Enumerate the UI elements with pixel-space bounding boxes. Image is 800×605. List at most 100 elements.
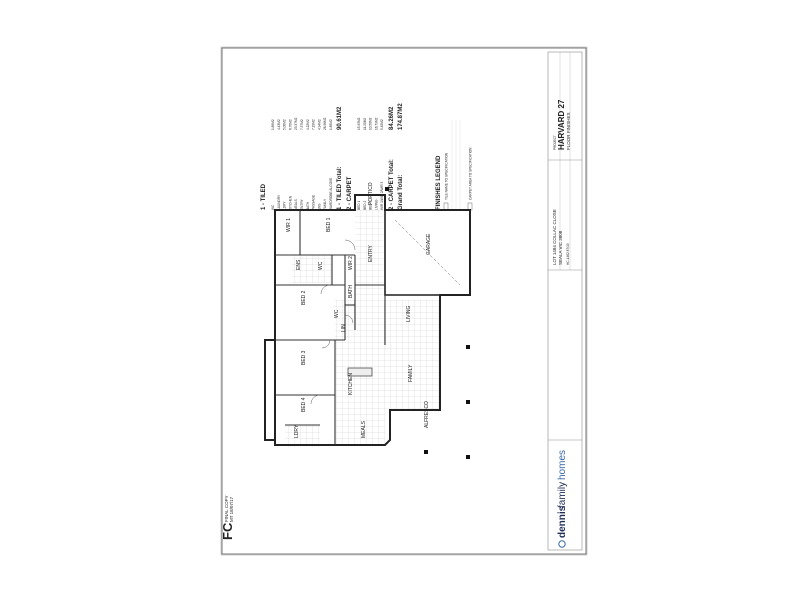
room-label-lndry: LDRY (294, 424, 300, 438)
tiled-total-value: 90.61M2 (337, 106, 343, 130)
tiled-row-value: 7.29M2 (312, 119, 316, 130)
carpet-row-name: BED 3 (369, 201, 373, 210)
room-label-group: FAMILY (408, 364, 414, 382)
stamp-line1: FINAL COPY (224, 495, 229, 522)
legend-swatch-carpet (467, 202, 473, 211)
room-label-group: WC (318, 261, 324, 270)
brand-name-a: dennis (557, 505, 568, 538)
tiled-row-value: 1.85M2 (329, 119, 333, 130)
tiled-header: 1 - TILED (261, 183, 267, 210)
legend-item-tile: TILE NAME TO SPECIFICATION (445, 152, 449, 200)
room-label-group: LDRY (294, 424, 300, 438)
tiled-row-name: FAMILY (323, 198, 327, 210)
carpet-row-value: 11.20M2 (363, 118, 367, 130)
brand-name-c: homes (557, 450, 568, 480)
room-label-group: ENTRY (368, 244, 374, 262)
tiled-row-name: LDRY (283, 201, 287, 210)
datum-marker-3 (466, 400, 470, 404)
tiled-row-name: ENTRY (300, 198, 304, 210)
brand-logo: dennis family homes (557, 450, 568, 548)
tiled-total-label: 1 - TILED Total: (337, 166, 343, 210)
room-label-garage: GARAGE (426, 233, 432, 255)
room-label-kitchen: KITCHEN (348, 373, 354, 395)
room-label-group: WC (334, 309, 340, 318)
room-label-wir1: WIR 1 (286, 218, 292, 232)
room-label-entry: ENTRY (368, 244, 374, 262)
carpet-row-name: BED 2 (363, 201, 367, 210)
legend-title: FINISHES LEGEND (436, 155, 442, 210)
room-label-group: BED 3 (301, 350, 307, 365)
room-label-wc: WC (318, 261, 324, 270)
carpet-total-label: 2 - CARPET Total: (389, 159, 395, 210)
room-label-family: FAMILY (408, 364, 414, 382)
tiled-row-value: 5.00M2 (283, 119, 287, 130)
room-label-group: LIN (341, 324, 347, 332)
legend-swatch-tile (443, 202, 449, 211)
room-label-bed1: BED 1 (326, 217, 332, 232)
carpet-row-name: LIVING (374, 199, 378, 210)
room-label-bed4: BED 4 (301, 397, 307, 412)
grand-total-label: Grand Total: (398, 175, 404, 210)
finishes-schedule: 1 - TILED WC1.89M2LAUNDRY4.43M2LDRY5.00M… (261, 103, 404, 210)
carpet-row-value: 5.45M2 (380, 119, 384, 130)
datum-marker-1 (385, 187, 389, 191)
room-label-ens: ENS (296, 259, 302, 270)
sheet-border-outer (220, 46, 588, 556)
room-label-group: BED 1 (326, 217, 332, 232)
room-label-bed3: BED 3 (301, 350, 307, 365)
tiled-row-value: 26.96M2 (323, 117, 327, 130)
tiled-row-name: PASSAGE (312, 195, 316, 210)
house-name: HARVARD 27 (557, 99, 566, 150)
room-label-meals: MEALS (361, 420, 367, 438)
address-text: LOT 1484 COLLAC CLOSE SEALA VIC 3808 HC-… (552, 209, 570, 265)
room-label-bed2: BED 2 (301, 290, 307, 305)
title-block-frame (547, 51, 583, 551)
brand-name-b: family (557, 482, 568, 508)
room-label-group: WIR 2 (348, 256, 354, 270)
sheet-title: FLOOR FINISHES (566, 112, 571, 150)
datum-marker-2 (466, 345, 470, 349)
carpet-row-value: 16.79M2 (374, 117, 378, 130)
room-label-group: BED 2 (301, 290, 307, 305)
tiled-row-value: 1.89M2 (271, 119, 275, 130)
carpet-row-value: 15.95M2 (357, 117, 361, 130)
grand-total-value: 174.87M2 (398, 103, 404, 130)
tiled-row-value: 4.22M2 (306, 119, 310, 130)
tiled-row-value: 23.37M2 (294, 117, 298, 130)
finishes-legend: FINISHES LEGEND TILE NAME TO SPECIFICATI… (436, 120, 473, 211)
carpet-row-value: 10.56M2 (369, 117, 373, 130)
stamp-group: FC FINAL COPY MT 18/07/17 (220, 495, 235, 540)
brand-logo-icon (558, 540, 566, 548)
room-label-group: GARAGE (426, 233, 432, 255)
address-line: LOT 1484 COLLAC CLOSE (552, 209, 557, 265)
carpet-row-name: BED 1 (357, 201, 361, 210)
job-number: HC-1462 87/19 (566, 243, 570, 265)
kitchen-island (347, 367, 373, 377)
tiled-row-name: MEALS (294, 199, 298, 210)
room-label-group: BATH (348, 285, 354, 298)
room-label-group: ALFRESCO (424, 401, 430, 428)
room-label-wir2: WIR 2 (348, 256, 354, 270)
door-swings (310, 239, 356, 405)
datum-marker-4 (466, 455, 470, 459)
tiled-row-name: ENS (317, 203, 321, 210)
suburb-line: SEALA VIC 3808 (558, 230, 563, 265)
carpet-total-value: 84.26M2 (389, 106, 395, 130)
tiled-zone-laundry (285, 425, 320, 447)
tiled-row-name: BATH (306, 201, 310, 210)
sheet-border (221, 47, 587, 555)
tiled-row-value: 4.94M2 (317, 119, 321, 130)
room-label-group: LIVING (406, 305, 412, 322)
tiled-row-name: KITCHEN (288, 195, 292, 210)
room-label-living: LIVING (406, 305, 412, 322)
stamp-line2: MT 18/07/17 (229, 496, 234, 522)
room-label-group: WIR 1 (286, 218, 292, 232)
carpet-header: 2 - CARPET (347, 176, 353, 210)
room-label-lin: LIN (341, 324, 347, 332)
stamp-letters: FC (220, 522, 235, 540)
interior-walls (275, 210, 440, 445)
tiled-row-value: 7.57M2 (300, 119, 304, 130)
